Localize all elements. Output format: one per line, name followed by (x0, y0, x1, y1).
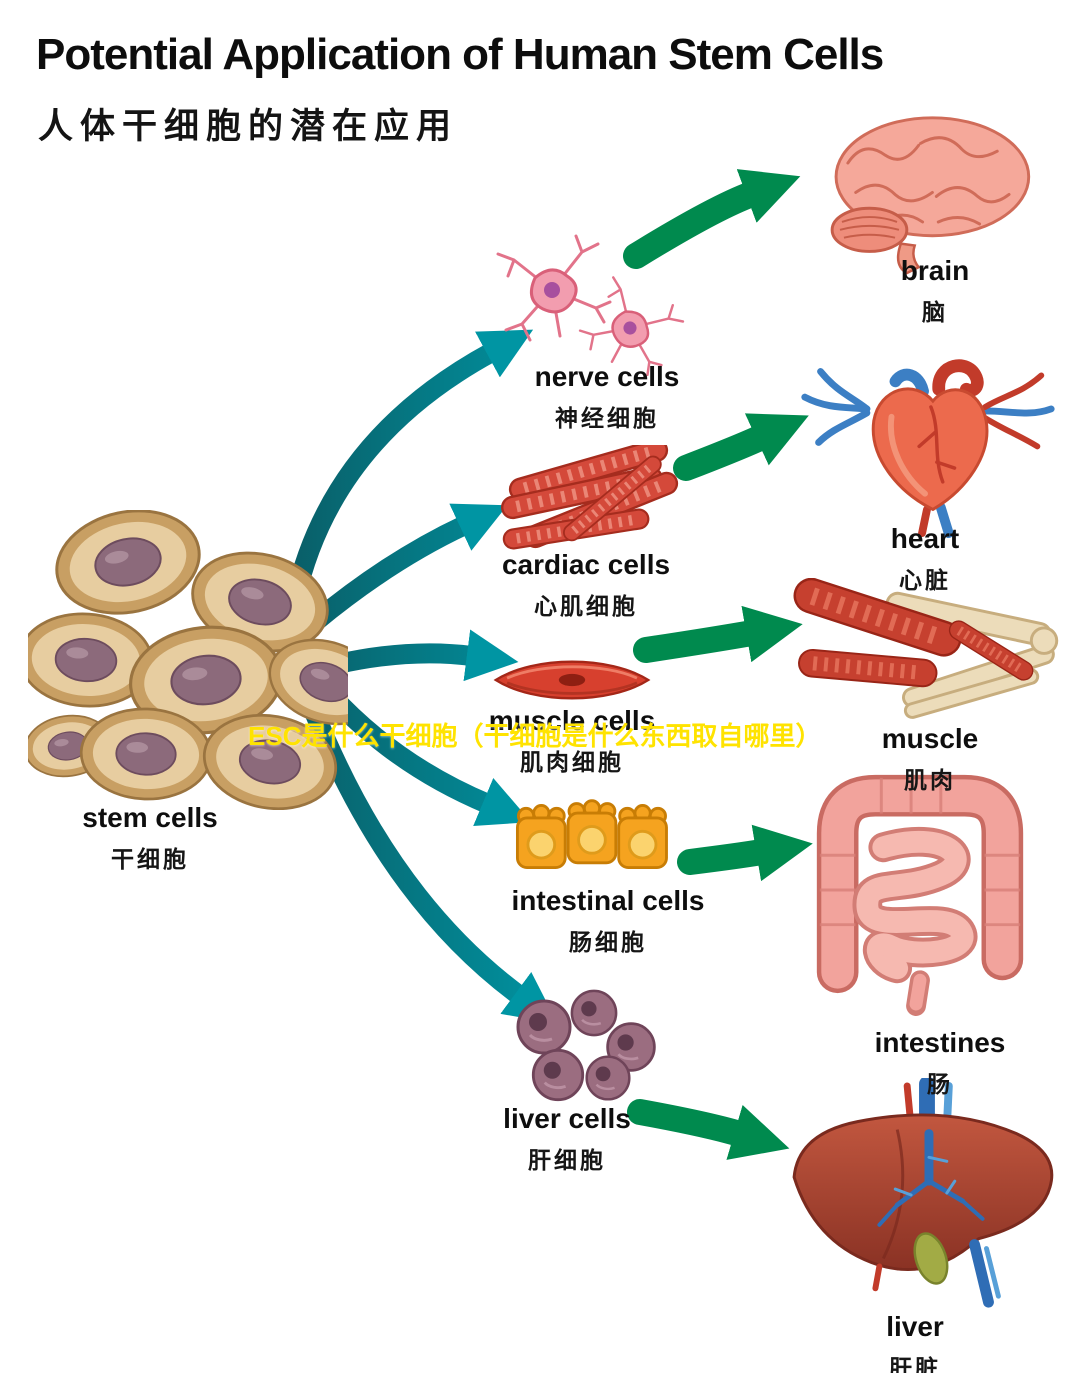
cerebellum-shape (830, 206, 909, 253)
stem-to-cardiac-arrow (305, 503, 508, 632)
intestinal-cells-label-zh: 肠细胞 (569, 928, 647, 955)
heart-label-en: heart (890, 523, 960, 554)
watermark-text: ESC是什么干细胞（干细胞是什么东西取自哪里） (248, 721, 822, 751)
gallbladder-shape (913, 1232, 949, 1285)
stem-to-nerve-arrow (285, 329, 534, 610)
nerve-cells-label: nerve cells 神经细胞 (497, 361, 717, 433)
stem-cells-label: stem cells 干细胞 (40, 802, 260, 874)
nerve-to-brain-arrow (623, 169, 801, 269)
page-title: Potential Application of Human Stem Cell… (36, 30, 884, 79)
intestinal-cells-label: intestinal cells 肠细胞 (498, 885, 718, 957)
nerve-cells-label-en: nerve cells (534, 361, 680, 392)
page-subtitle: 人体干细胞的潜在应用 (38, 107, 459, 146)
cardiac-cells-label: cardiac cells 心肌细胞 (476, 549, 696, 621)
liver-label-zh: 肝脏 (889, 1354, 941, 1373)
stem-cells-illustration (28, 510, 348, 810)
brainstem-shape (896, 242, 921, 275)
intestines-illustration (816, 774, 1024, 1016)
liver-label: liver 肝脏 (805, 1311, 1025, 1373)
heart-label: heart 心脏 (815, 523, 1035, 595)
intestines-label: intestines 肠 (830, 1027, 1050, 1099)
cardiac-cells-label-en: cardiac cells (501, 549, 671, 580)
intestinal-cells-label-en: intestinal cells (511, 885, 705, 916)
stem-cells-label-en: stem cells (82, 802, 218, 833)
brain-label: brain 脑 (825, 255, 1045, 327)
liver-cells-illustration (516, 989, 656, 1102)
stem-to-muscle-arrow (328, 629, 519, 682)
intestinalcell-to-intestines-arrow (677, 824, 813, 882)
brain-illustration (830, 116, 1031, 275)
muscle-illustration (793, 578, 1059, 719)
livercell-to-liver-arrow (627, 1099, 790, 1160)
muscle-cells-label-zh: 肌肉细胞 (520, 748, 624, 775)
liver-label-en: liver (886, 1311, 944, 1342)
liver-cells-label-en: liver cells (503, 1103, 631, 1134)
intestines-label-zh: 肠 (927, 1070, 953, 1097)
heart-illustration (801, 359, 1055, 539)
heart-label-zh: 心脏 (899, 566, 951, 593)
brain-label-en: brain (900, 255, 970, 286)
muscle-cells-illustration (493, 660, 651, 700)
liver-illustration (792, 1078, 1054, 1308)
cardiac-cells-illustration (486, 445, 691, 550)
intestinal-cells-illustration (515, 799, 668, 870)
musclecell-to-muscle-arrow (633, 605, 803, 663)
muscle-label: muscle 肌肉 (820, 723, 1040, 795)
muscle-cells-label-en: muscle cells (488, 705, 656, 736)
liver-cells-label-zh: 肝细胞 (528, 1146, 606, 1173)
nerve-cells-label-zh: 神经细胞 (555, 404, 659, 431)
stem-cells-label-zh: 干细胞 (111, 845, 189, 872)
cardiac-to-heart-arrow (673, 413, 809, 481)
muscle-label-en: muscle (881, 723, 979, 754)
muscle-label-zh: 肌肉 (904, 766, 956, 793)
intestines-label-en: intestines (874, 1027, 1006, 1058)
liver-cells-label: liver cells 肝细胞 (457, 1103, 677, 1175)
cardiac-cells-label-zh: 心肌细胞 (534, 592, 638, 619)
muscle-belly (793, 578, 1034, 688)
muscle-cells-label: muscle cells 肌肉细胞 (462, 705, 682, 777)
brain-label-zh: 脑 (922, 298, 948, 325)
